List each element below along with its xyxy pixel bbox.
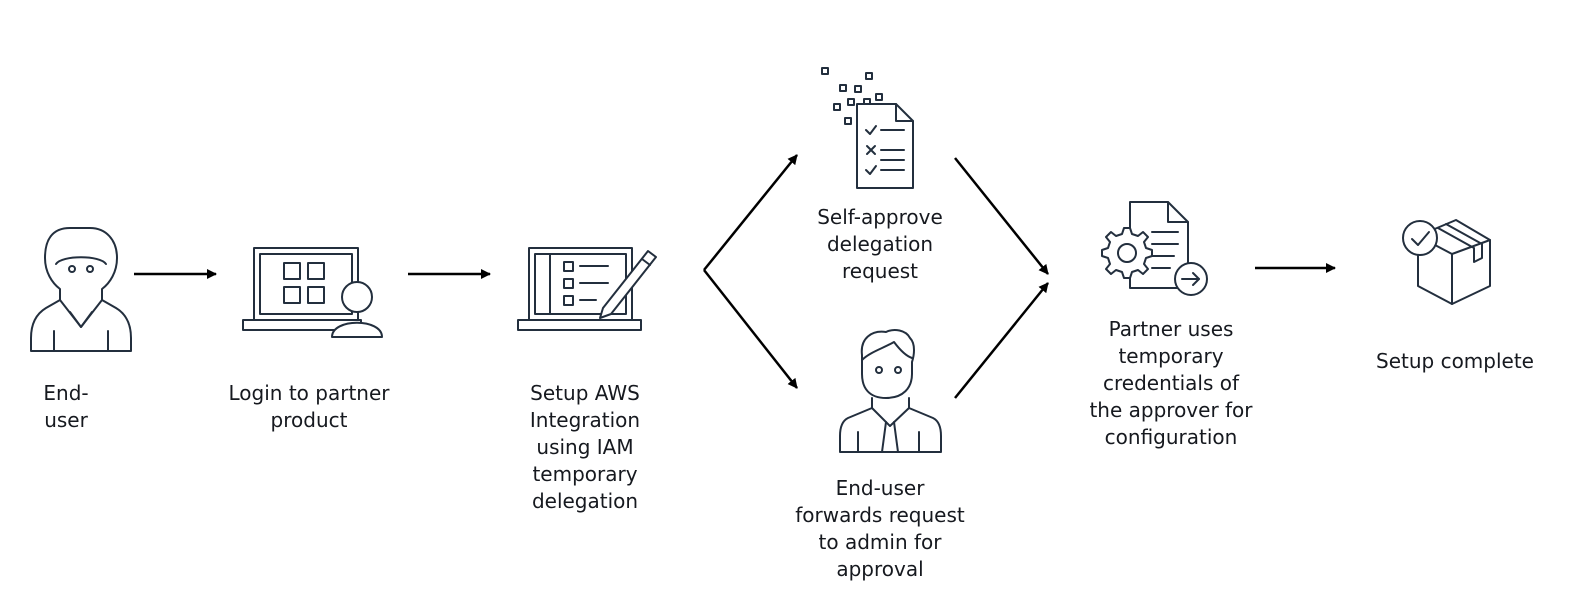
- arrow-self-approve-to-partner: [954, 157, 1049, 275]
- arrow-admin-to-partner: [954, 282, 1049, 399]
- laptop-checklist-edit-icon: [517, 247, 657, 331]
- gear-document-arrow-icon: [1101, 201, 1208, 296]
- package-check-icon: [1402, 219, 1491, 305]
- partner-credentials-label: Partner uses temporary credentials of th…: [1089, 317, 1253, 449]
- login-label: Login to partner product: [228, 381, 390, 432]
- laptop-user-icon: [242, 247, 383, 338]
- arrow-branch-to-self-approve: [703, 154, 798, 271]
- arrow-branch-to-admin: [703, 269, 798, 389]
- checklist-document-icon: [821, 67, 914, 189]
- admin-user-icon: [839, 329, 942, 453]
- forward-admin-label: End-user forwards request to admin for a…: [795, 476, 965, 581]
- setup-integration-label: Setup AWS Integration using IAM temporar…: [529, 381, 641, 513]
- setup-complete-label: Setup complete: [1376, 349, 1534, 373]
- end-user-label: End- user: [43, 381, 89, 432]
- user-icon: [30, 227, 132, 352]
- self-approve-label: Self-approve delegation request: [817, 205, 943, 283]
